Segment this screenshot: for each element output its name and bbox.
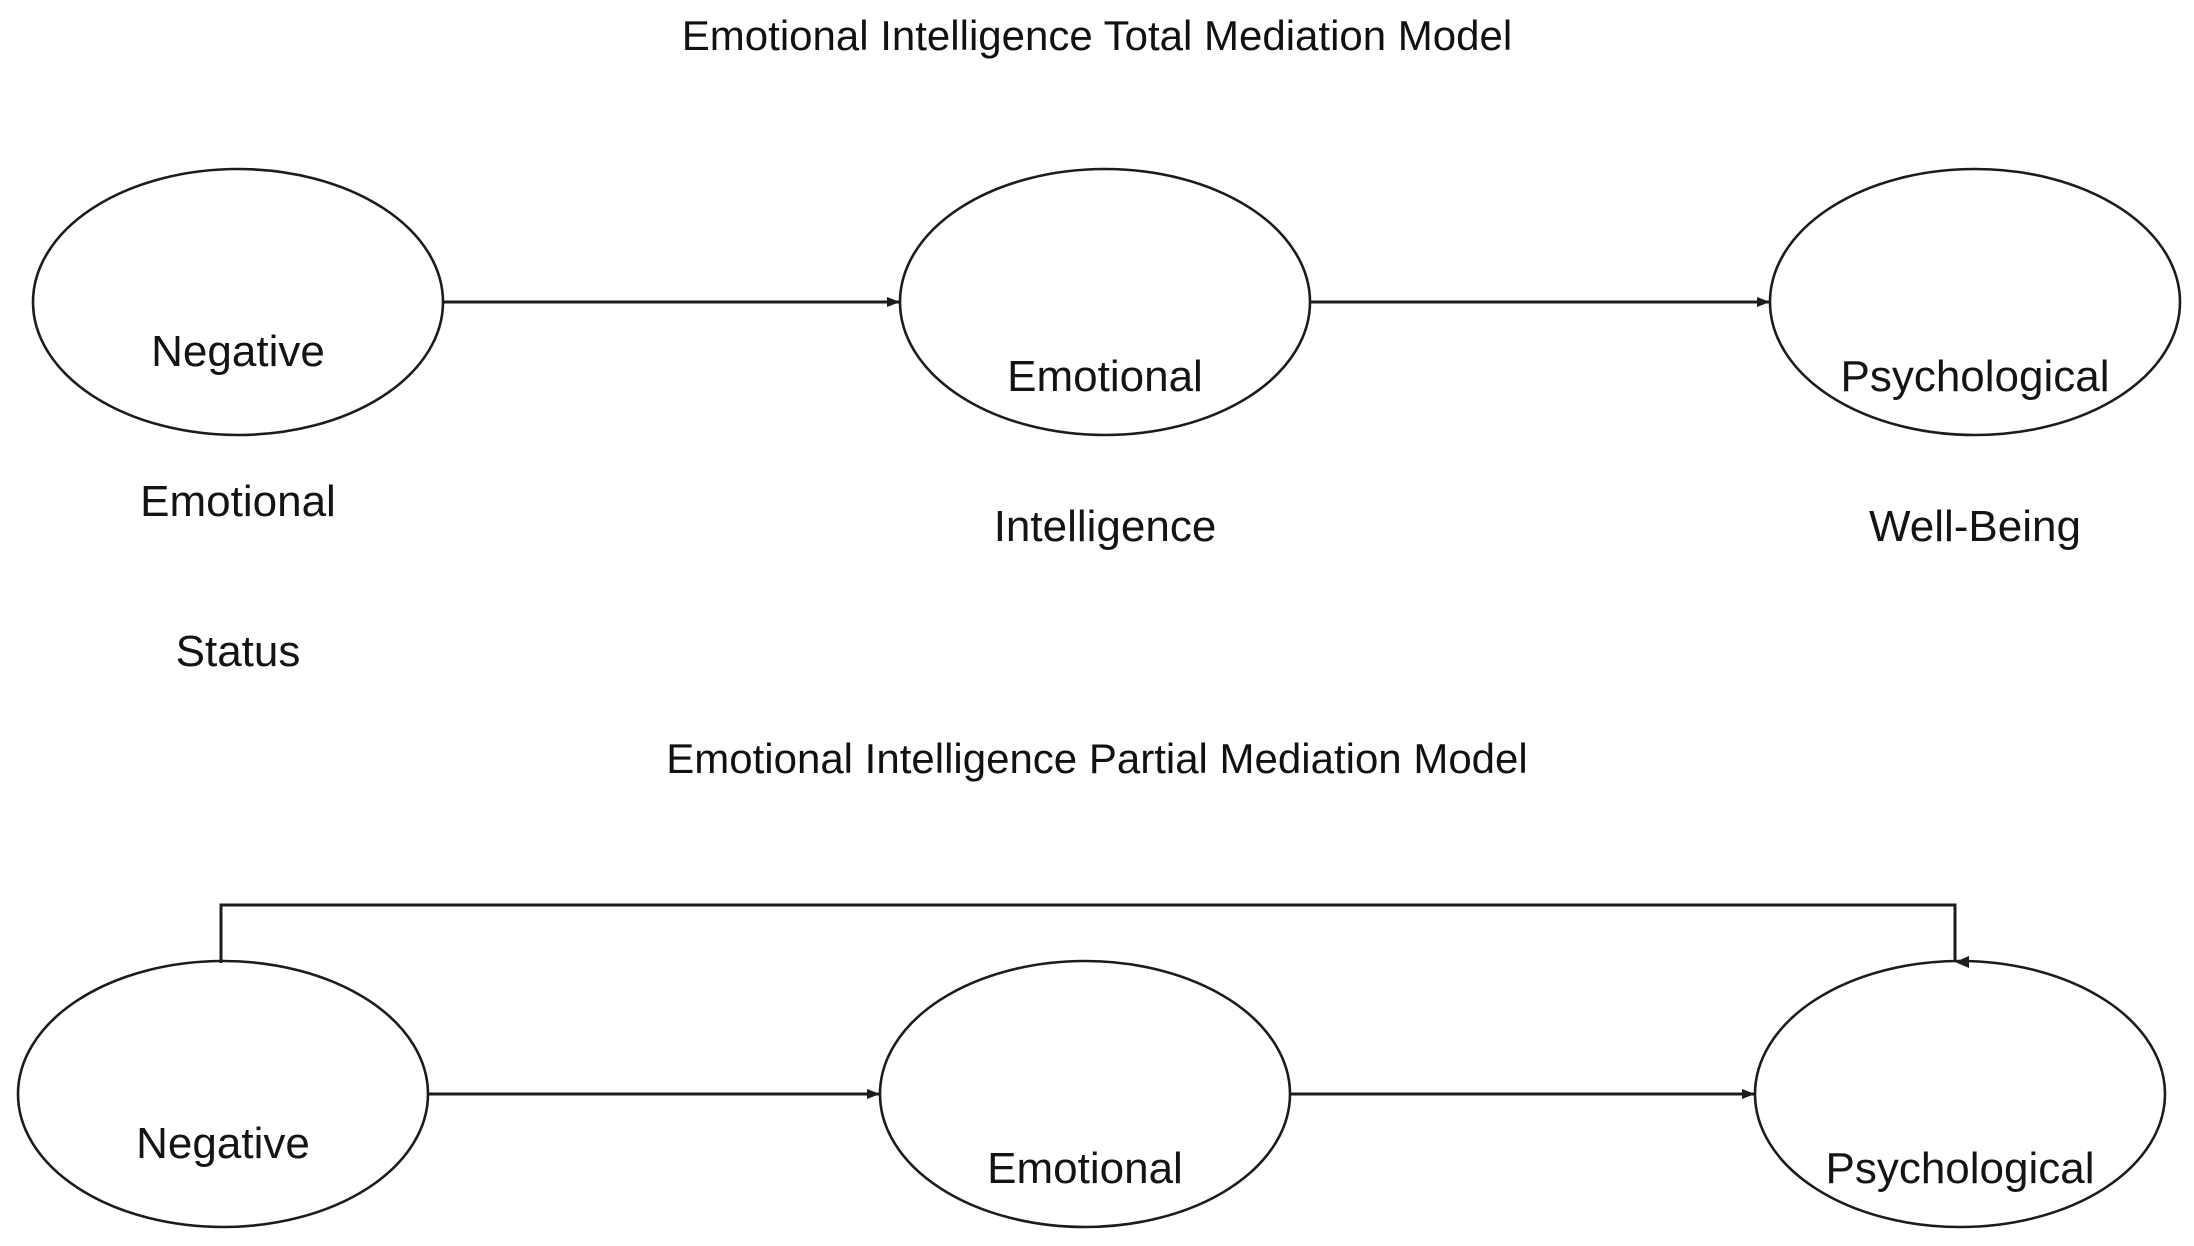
node-ellipse-psychological-well-being-top [1768,167,2182,437]
total-mediation-model-title: Emotional Intelligence Total Mediation M… [681,12,1513,59]
partial-mediation-model-title: Emotional Intelligence Partial Mediation… [666,735,1528,782]
node-ellipse-psychological-well-being-bottom [1753,959,2167,1229]
edge-arrow-direct-nes-to-pwb-bottom [219,903,1969,968]
node-ellipse-negative-emotional-status-bottom [16,959,430,1229]
node-ellipse-emotional-intelligence-top [898,167,1312,437]
node-ellipse-negative-emotional-status-top [31,167,445,437]
node-ellipse-emotional-intelligence-bottom [878,959,1292,1229]
